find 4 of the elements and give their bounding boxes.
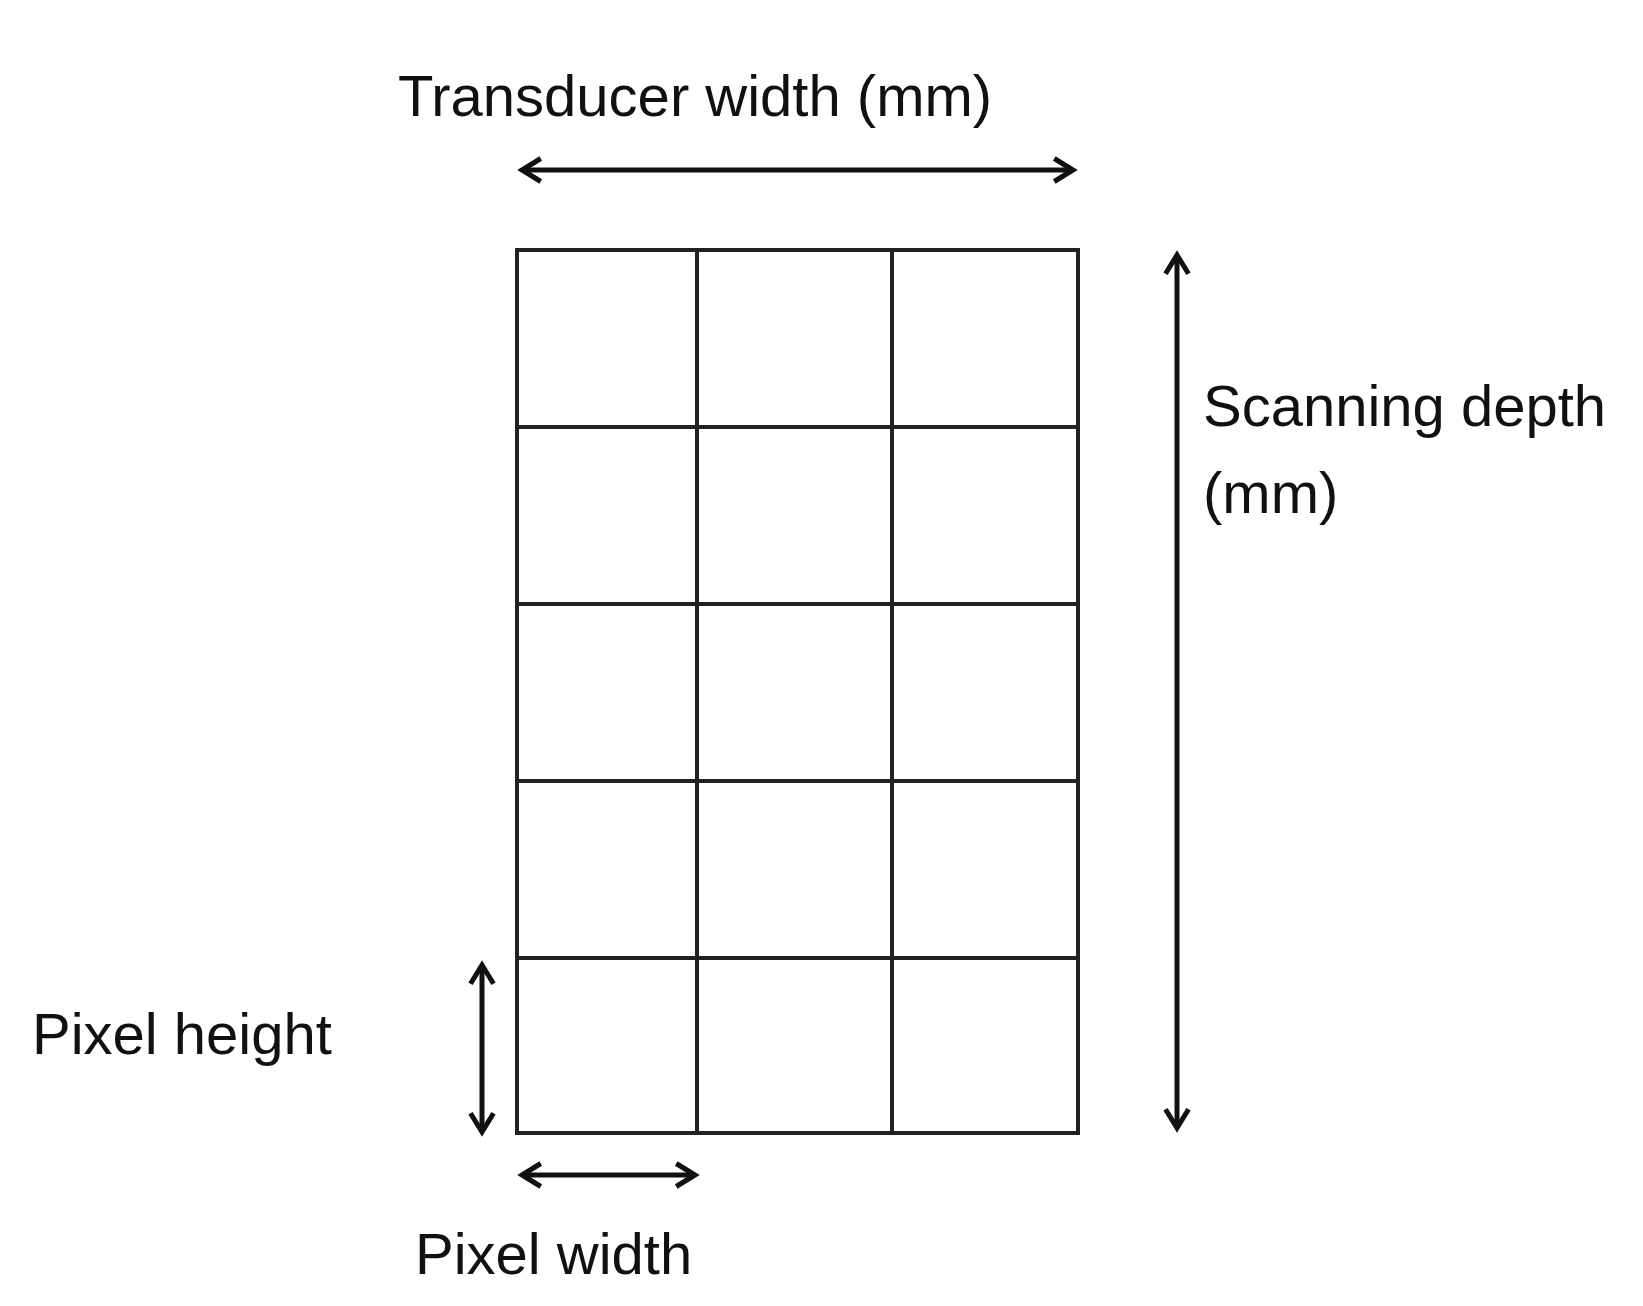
dimension-label: Transducer width (mm) (398, 62, 993, 130)
dimension-label: Scanning depth (mm) (1203, 372, 1608, 527)
dimension-label: Pixel width (415, 1220, 693, 1288)
dimension-label: Pixel height (32, 1000, 332, 1068)
